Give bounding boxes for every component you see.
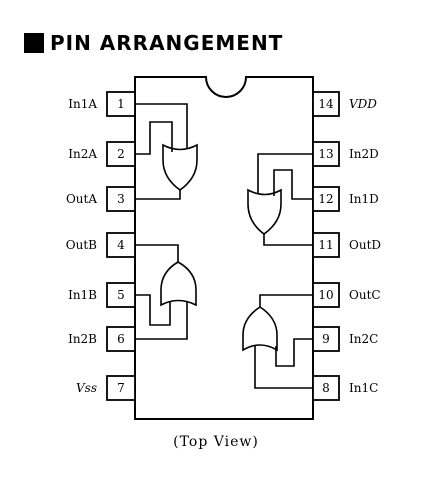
pin-label-14: VDD [349, 97, 377, 111]
pin-box-7 [106, 375, 136, 401]
pin-label-12: In1D [349, 192, 379, 206]
gate-c-input-2-wire [275, 338, 313, 367]
pin-label-6: In2B [68, 332, 97, 346]
pin-box-6 [106, 326, 136, 352]
pin-number-9: 9 [322, 332, 330, 346]
pin-number-3: 3 [117, 192, 125, 206]
gate-a-input-2-wire [135, 121, 173, 155]
gate-b-output-wire [135, 244, 179, 262]
top-view-caption: (Top View) [173, 434, 259, 450]
pin-label-13: In2D [349, 147, 379, 161]
pin-label-8: In1C [349, 381, 378, 395]
or-gate-b [135, 244, 197, 340]
pin-label-4: OutB [66, 238, 97, 252]
pin-box-1 [106, 91, 136, 117]
gate-a-output-wire [135, 190, 181, 200]
pin-label-1: In1A [68, 97, 97, 111]
or-gate-d [247, 153, 313, 246]
section-title: PIN ARRANGEMENT [24, 31, 283, 55]
pin-label-7: Vss [76, 381, 97, 395]
pin-box-3 [106, 186, 136, 212]
pin-number-5: 5 [117, 288, 125, 302]
title-square-icon [24, 33, 44, 53]
pin-box-14 [312, 91, 340, 117]
pin-label-5: In1B [68, 288, 97, 302]
gate-d-body [247, 188, 282, 235]
title-text: PIN ARRANGEMENT [50, 31, 284, 55]
pin-number-13: 13 [318, 147, 333, 161]
pin-number-1: 1 [117, 97, 125, 111]
gate-c-body [242, 306, 278, 352]
gate-c-input-1-wire [254, 346, 313, 389]
gate-d-input-1-wire [257, 153, 313, 194]
or-gate-a [135, 103, 198, 200]
gate-b-body [160, 261, 197, 307]
ic-body [134, 76, 314, 420]
gate-a-body [162, 143, 198, 191]
pin-box-13 [312, 141, 340, 167]
pin-box-5 [106, 282, 136, 308]
pin-label-2: In2A [68, 147, 97, 161]
pin-number-14: 14 [318, 97, 334, 111]
pin-number-11: 11 [318, 238, 333, 252]
gate-d-output-wire [263, 234, 313, 246]
gate-c-output-wire [259, 294, 313, 307]
gate-b-input-1-wire [135, 294, 171, 326]
pin-number-6: 6 [117, 332, 125, 346]
pin-label-11: OutD [349, 238, 381, 252]
gate-a-input-1-wire [135, 103, 188, 148]
pin-label-10: OutC [349, 288, 381, 302]
pin-number-12: 12 [318, 192, 333, 206]
pin-box-11 [312, 232, 340, 258]
pin-number-10: 10 [318, 288, 333, 302]
gate-d-input-2-wire [273, 169, 313, 200]
or-gate-c [242, 294, 313, 389]
pin-number-8: 8 [322, 381, 330, 395]
pin-label-9: In2C [349, 332, 378, 346]
gate-b-input-2-wire [135, 302, 188, 340]
pin-number-4: 4 [117, 238, 125, 252]
pin-label-3: OutA [66, 192, 97, 206]
pin-number-2: 2 [117, 147, 125, 161]
pin-number-7: 7 [117, 381, 125, 395]
